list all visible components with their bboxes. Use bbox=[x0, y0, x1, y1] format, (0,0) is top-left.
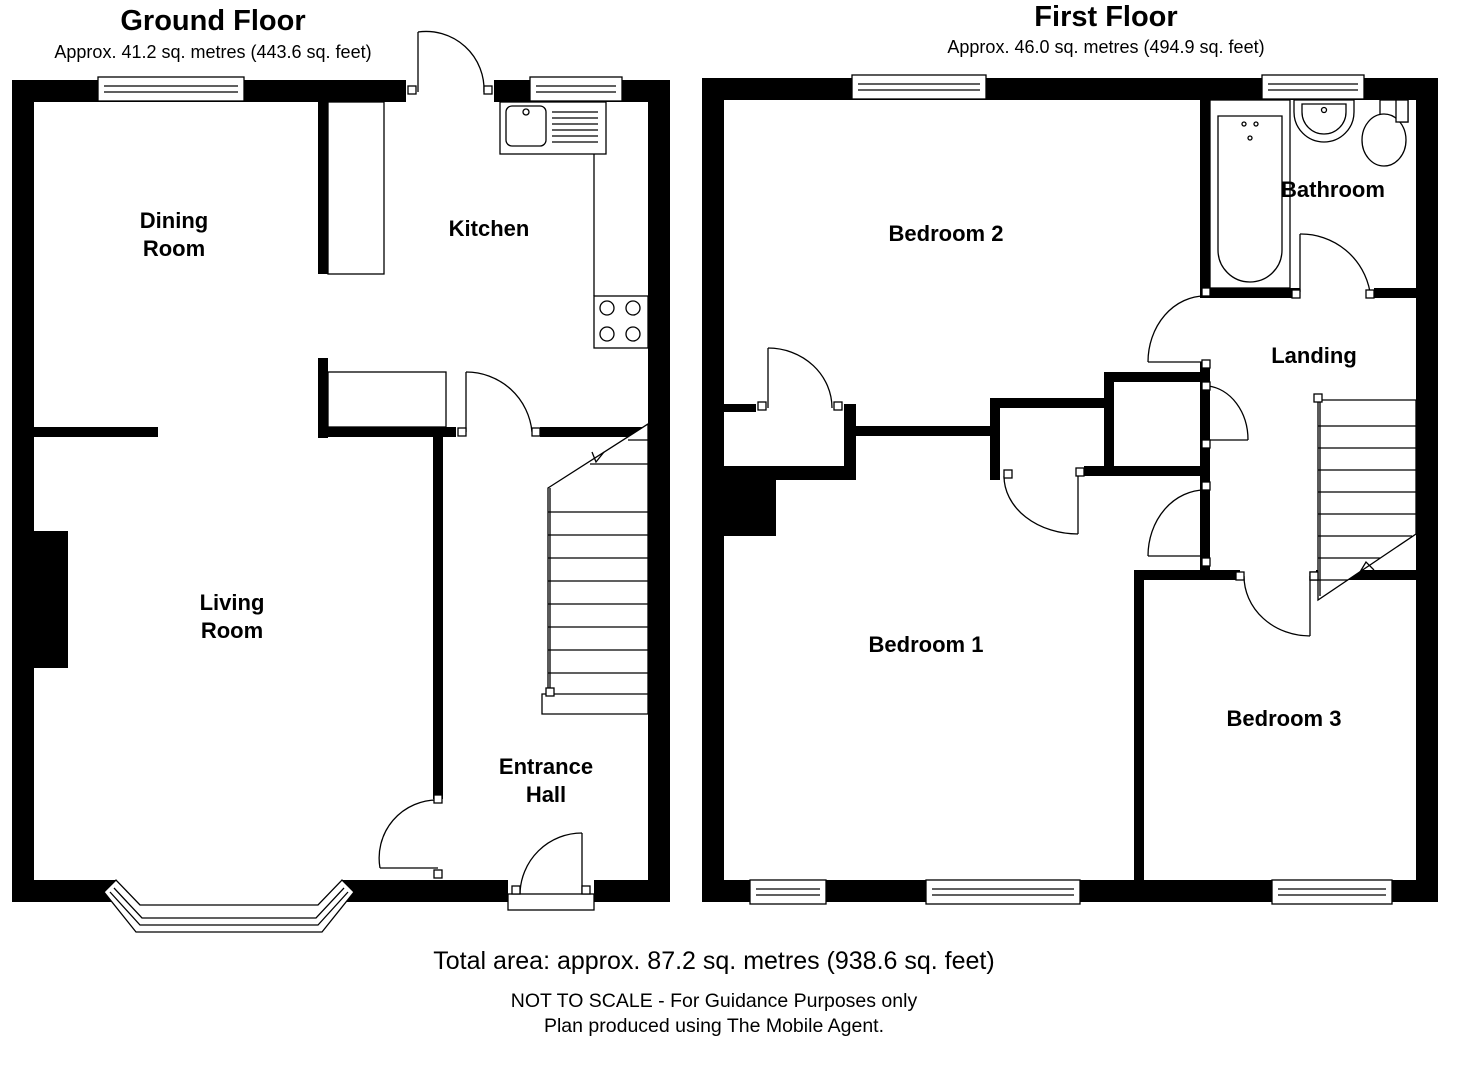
credit: Plan produced using The Mobile Agent. bbox=[544, 1015, 884, 1037]
total-area: Total area: approx. 87.2 sq. metres (938… bbox=[433, 947, 994, 975]
hall-kitchen-door bbox=[457, 371, 541, 437]
bay-window-icon bbox=[103, 879, 355, 933]
staircase-icon bbox=[1309, 393, 1417, 602]
bedroom-cupboard-door bbox=[757, 347, 843, 411]
first-floor-area: Approx. 46.0 sq. metres (494.9 sq. feet) bbox=[947, 37, 1264, 57]
room-label-bathroom: Bathroom bbox=[1281, 177, 1385, 202]
footer: Total area: approx. 87.2 sq. metres (938… bbox=[433, 947, 994, 1037]
hob-icon bbox=[593, 295, 649, 349]
room-label-bedroom-3: Bedroom 3 bbox=[1227, 706, 1342, 731]
bath-icon bbox=[1209, 99, 1291, 289]
toilet-icon bbox=[1361, 99, 1409, 167]
basin-icon bbox=[1293, 99, 1355, 143]
ground-floor-title: Ground Floor bbox=[120, 5, 305, 37]
ground-floor-plan: Ground Floor Approx. 41.2 sq. metres (44… bbox=[12, 5, 670, 933]
window-icon bbox=[749, 879, 827, 905]
sink-icon bbox=[499, 101, 607, 155]
front-door bbox=[507, 832, 595, 911]
room-label-living: Room bbox=[201, 618, 263, 643]
room-label-bedroom-2: Bedroom 2 bbox=[889, 221, 1004, 246]
disclaimer: NOT TO SCALE - For Guidance Purposes onl… bbox=[511, 990, 918, 1012]
window-icon bbox=[1271, 879, 1393, 905]
room-label-living: Living bbox=[200, 590, 265, 615]
wardrobe-door bbox=[1003, 467, 1085, 535]
room-label-dining: Room bbox=[143, 236, 205, 261]
first-floor-title: First Floor bbox=[1034, 1, 1177, 33]
bedroom1-door-landing bbox=[1147, 481, 1211, 567]
kitchen-worktop bbox=[327, 371, 447, 428]
kitchen-back-door bbox=[407, 30, 493, 95]
kitchen-worktop bbox=[327, 101, 385, 275]
window-icon bbox=[97, 76, 245, 102]
room-label-kitchen: Kitchen bbox=[449, 216, 530, 241]
window-icon bbox=[851, 74, 987, 100]
window-icon bbox=[1261, 74, 1365, 100]
bathroom-door bbox=[1291, 233, 1375, 299]
cupboard-door bbox=[1201, 381, 1249, 449]
ground-floor-area: Approx. 41.2 sq. metres (443.6 sq. feet) bbox=[54, 42, 371, 62]
bedroom3-door bbox=[1235, 571, 1319, 637]
room-label-landing: Landing bbox=[1271, 343, 1357, 368]
staircase-icon bbox=[541, 422, 649, 715]
living-room-door bbox=[378, 794, 443, 879]
room-label-entrance-hall: Hall bbox=[526, 782, 566, 807]
room-label-bedroom-1: Bedroom 1 bbox=[869, 632, 984, 657]
first-floor-plan: First Floor Approx. 46.0 sq. metres (494… bbox=[702, 1, 1438, 905]
room-label-entrance-hall: Entrance bbox=[499, 754, 593, 779]
window-icon bbox=[925, 879, 1081, 905]
bedroom2-door bbox=[1147, 287, 1211, 369]
window-icon bbox=[529, 76, 623, 102]
room-label-dining: Dining bbox=[140, 208, 208, 233]
